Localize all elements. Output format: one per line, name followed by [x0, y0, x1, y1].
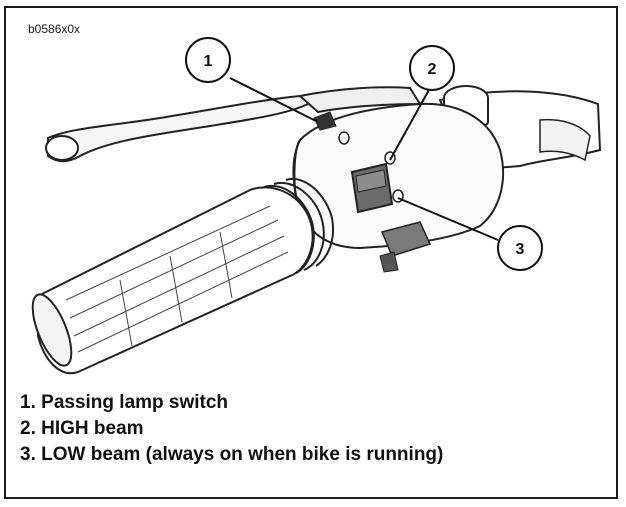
legend-item-number: 3.: [20, 444, 36, 465]
leader-line-3: [397, 197, 499, 241]
legend-item-text: LOW beam (always on when bike is running…: [41, 444, 444, 465]
figure-code: b0586x0x: [28, 22, 81, 36]
legend-item-text: HIGH beam: [41, 418, 144, 439]
legend-item-number: 1.: [20, 392, 36, 413]
handlebar-grip-illustration: [31, 177, 334, 375]
callout-2: 2: [409, 45, 455, 91]
switch-housing-illustration: [292, 102, 504, 273]
callout-2-number: 2: [428, 61, 437, 78]
callout-3: 3: [497, 225, 543, 271]
figure-legend: 1. Passing lamp switch 2. HIGH beam 3. L…: [20, 390, 600, 468]
legend-item-number: 2.: [20, 418, 36, 439]
leader-line-2: [389, 87, 431, 161]
legend-item-high-beam: 2. HIGH beam: [20, 416, 600, 442]
legend-item-text: Passing lamp switch: [41, 392, 229, 413]
callout-3-number: 3: [516, 241, 525, 258]
legend-item-passing-lamp: 1. Passing lamp switch: [20, 390, 600, 416]
leader-line-1: [229, 77, 319, 123]
callout-1-number: 1: [204, 53, 213, 70]
legend-item-low-beam: 3. LOW beam (always on when bike is runn…: [20, 442, 600, 468]
callout-1: 1: [185, 37, 231, 83]
